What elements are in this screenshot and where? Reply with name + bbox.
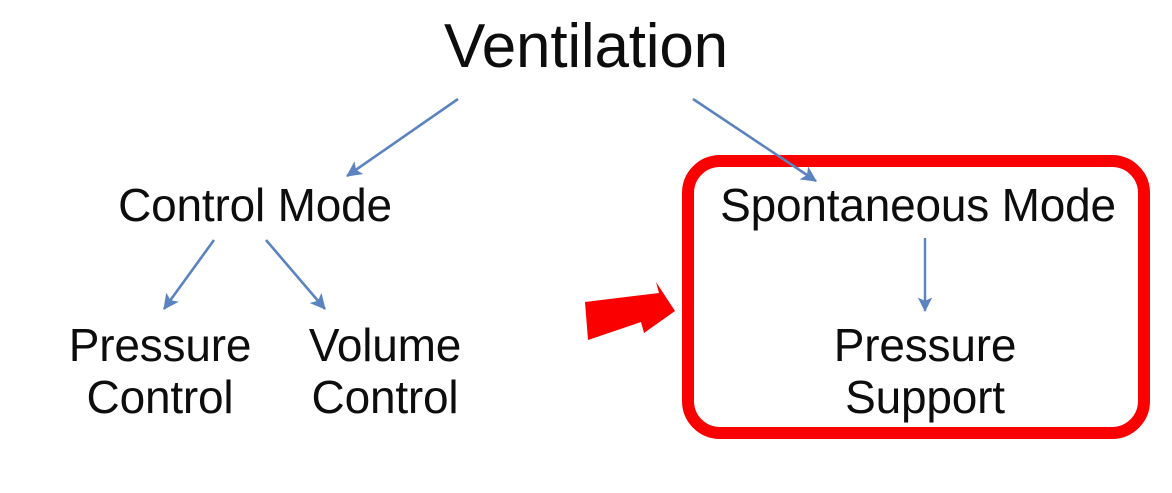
- node-spontaneous-mode: Spontaneous Mode: [720, 179, 1116, 231]
- red-pointer-arrow-icon: [585, 282, 675, 340]
- node-control-mode: Control Mode: [118, 179, 392, 231]
- page-title: Ventilation: [444, 12, 728, 81]
- node-volume-control: Volume Control: [308, 319, 462, 423]
- connector-ventilation-to-control-mode: [346, 97, 459, 178]
- connector-control-mode-to-pressure-control: [162, 239, 216, 310]
- node-pressure-support: Pressure Support: [833, 319, 1017, 423]
- node-pressure-control: Pressure Control: [68, 319, 252, 423]
- connector-control-mode-to-volume-control: [265, 239, 326, 310]
